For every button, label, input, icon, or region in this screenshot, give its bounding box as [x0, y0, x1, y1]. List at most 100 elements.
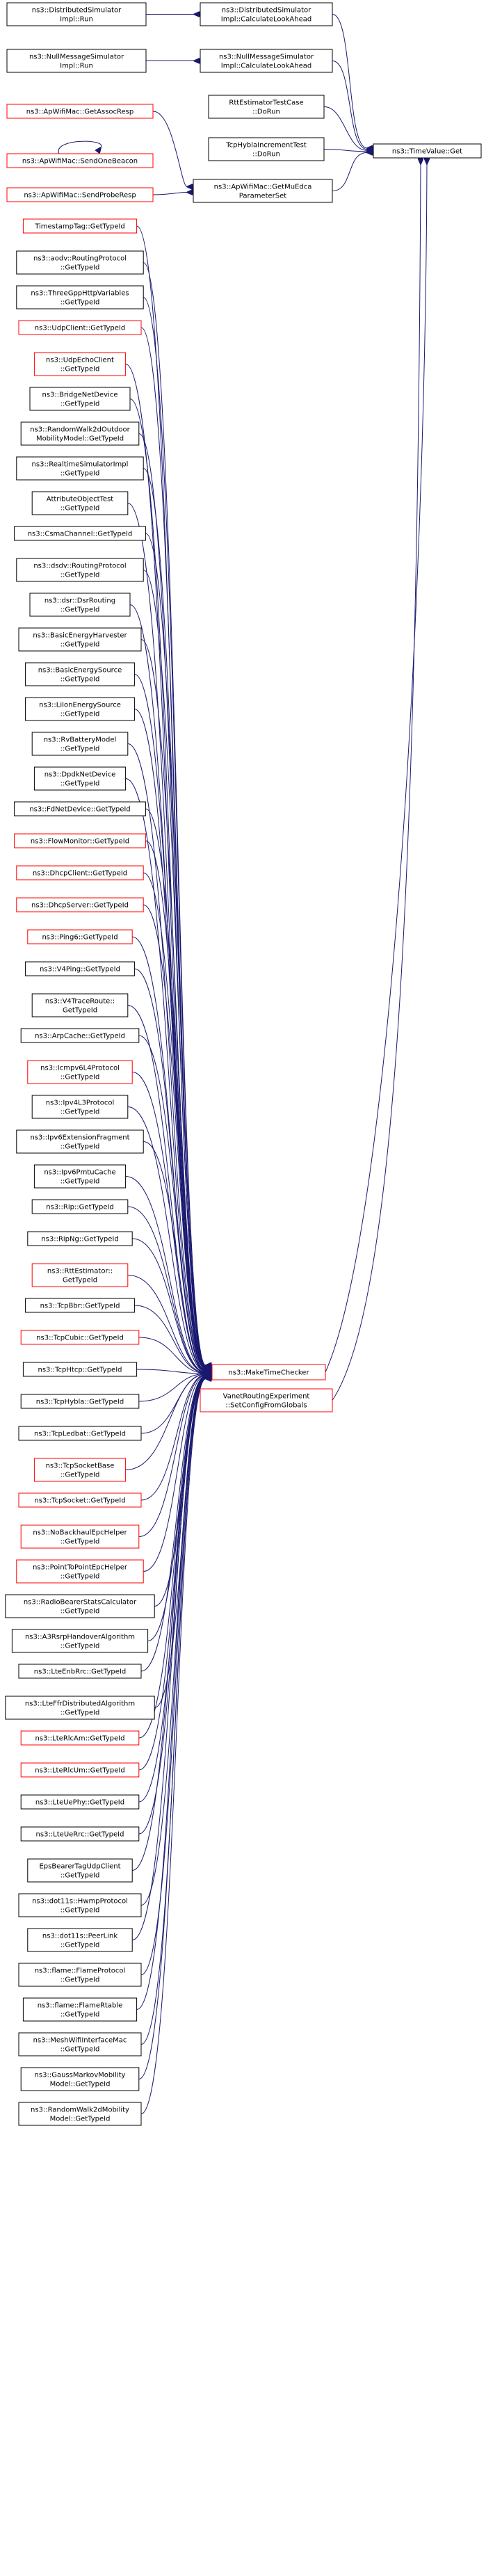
node-box	[208, 137, 325, 161]
node-ns3-lterlcum-gettypeid[interactable]: ns3::LteRlcUm::GetTypeId	[20, 1762, 140, 1778]
node-ns3-ipv6pmtucache-gettypeid[interactable]: ns3::Ipv6PmtuCache::GetTypeId	[33, 1164, 127, 1189]
node-ns3-distributedsimulator-impl-calculatelookahead[interactable]: ns3::DistributedSimulatorImpl::Calculate…	[200, 2, 333, 26]
node-label-line: ns3::Rip::GetTypeId	[46, 1204, 114, 1211]
node-ns3-dsr-dsrrouting-gettypeid[interactable]: ns3::dsr::DsrRouting::GetTypeId	[29, 593, 131, 617]
node-box	[25, 697, 135, 721]
node-ns3-ipv4l3protocol-gettypeid[interactable]: ns3::Ipv4L3Protocol::GetTypeId	[31, 1095, 129, 1119]
node-box	[31, 1263, 129, 1287]
node-label-line: ParameterSet	[239, 193, 287, 200]
node-ns3-lteuephy-gettypeid[interactable]: ns3::LteUePhy::GetTypeId	[20, 1794, 140, 1810]
node-ns3-rvbatterymodel-gettypeid[interactable]: ns3::RvBatteryModel::GetTypeId	[31, 732, 129, 756]
node-ns3-tcpbbr-gettypeid[interactable]: ns3::TcpBbr::GetTypeId	[25, 1298, 135, 1313]
node-ns3-maketimechecker[interactable]: ns3::MakeTimeChecker	[211, 1364, 326, 1380]
node-ns3-csmachannel-gettypeid[interactable]: ns3::CsmaChannel::GetTypeId	[14, 526, 146, 541]
node-rttestimatortestcase-dorun[interactable]: RttEstimatorTestCase::DoRun	[208, 95, 325, 119]
node-ns3-tcphtcp-gettypeid[interactable]: ns3::TcpHtcp::GetTypeId	[22, 1362, 138, 1377]
node-ns3-dot11s-hwmpprotocol-gettypeid[interactable]: ns3::dot11s::HwmpProtocol::GetTypeId	[18, 1893, 142, 1917]
node-ns3-udpclient-gettypeid[interactable]: ns3::UdpClient::GetTypeId	[18, 320, 142, 335]
node-label-line: ns3::RadioBearerStatsCalculator	[24, 1599, 137, 1607]
node-ns3-apwifimac-sendonebeacon[interactable]: ns3::ApWifiMac::SendOneBeacon	[6, 153, 154, 168]
node-timestamptag-gettypeid[interactable]: TimestampTag::GetTypeId	[22, 218, 138, 234]
node-box	[6, 153, 154, 168]
node-label-line: ns3::V4TraceRoute::	[45, 998, 115, 1006]
node-vanetroutingexperiment-setconfigfromglobals[interactable]: VanetRoutingExperiment::SetConfigFromGlo…	[200, 1388, 333, 1412]
node-ns3-apwifimac-getassocresp[interactable]: ns3::ApWifiMac::GetAssocResp	[6, 104, 154, 119]
node-ns3-aodv-routingprotocol-gettypeid[interactable]: ns3::aodv::RoutingProtocol::GetTypeId	[16, 250, 144, 275]
node-ns3-apwifimac-sendproberesp[interactable]: ns3::ApWifiMac::SendProbeResp	[6, 187, 154, 202]
node-ns3-flowmonitor-gettypeid[interactable]: ns3::FlowMonitor::GetTypeId	[14, 833, 146, 848]
edge-to-hub	[129, 399, 206, 1367]
node-box	[20, 1330, 140, 1345]
node-ns3-lteuerrc-gettypeid[interactable]: ns3::LteUeRrc::GetTypeId	[20, 1826, 140, 1842]
node-label-line: ns3::LteRlcAm::GetTypeId	[35, 1735, 125, 1743]
node-ns3-radiobearerstatscalculator-gettypeid[interactable]: ns3::RadioBearerStatsCalculator::GetType…	[5, 1594, 155, 1618]
node-ns3-realtimesimulatorimpl-gettypeid[interactable]: ns3::RealtimeSimulatorImpl::GetTypeId	[16, 456, 144, 481]
node-ns3-lteenbrrc-gettypeid[interactable]: ns3::LteEnbRrc::GetTypeId	[18, 1664, 142, 1679]
node-label-line: ::GetTypeId	[60, 1573, 100, 1581]
node-box	[14, 526, 146, 541]
node-tcphyblaincrementtest-dorun[interactable]: TcpHyblaIncrementTest::DoRun	[208, 137, 325, 161]
node-ns3-threegpphttpvariables-gettypeid[interactable]: ns3::ThreeGppHttpVariables::GetTypeId	[16, 285, 144, 309]
node-ns3-randomwalk2dmobility-model-gettypeid[interactable]: ns3::RandomWalk2dMobilityModel::GetTypeI…	[18, 2102, 142, 2126]
node-box	[27, 1231, 133, 1246]
node-ns3-icmpv6l4protocol-gettypeid[interactable]: ns3::Icmpv6L4Protocol::GetTypeId	[27, 1060, 133, 1084]
node-ns3-liionenergysource-gettypeid[interactable]: ns3::LiIonEnergySource::GetTypeId	[25, 697, 135, 721]
node-ns3-rttestimator-gettypeid[interactable]: ns3::RttEstimator::GetTypeId	[31, 1263, 129, 1287]
node-label-line: Model::GetTypeId	[50, 2081, 111, 2088]
node-ns3-nullmessagesimulator-impl-calculatelookahead[interactable]: ns3::NullMessageSimulatorImpl::Calculate…	[200, 49, 333, 73]
node-label-line: ::GetTypeId	[60, 1074, 100, 1081]
node-ns3-tcpsocket-gettypeid[interactable]: ns3::TcpSocket::GetTypeId	[18, 1492, 142, 1508]
node-label-line: ns3::RipNg::GetTypeId	[41, 1236, 118, 1243]
node-ns3-dot11s-peerlink-gettypeid[interactable]: ns3::dot11s::PeerLink::GetTypeId	[27, 1928, 133, 1952]
edge-to-target	[332, 152, 367, 191]
node-ns3-fdnetdevice-gettypeid[interactable]: ns3::FdNetDevice::GetTypeId	[14, 801, 146, 816]
edge-to-hub	[145, 808, 206, 1369]
node-ns3-meshwifiinterfacemac-gettypeid[interactable]: ns3::MeshWifiInterfaceMac::GetTypeId	[18, 2032, 142, 2056]
node-ns3-ping6-gettypeid[interactable]: ns3::Ping6::GetTypeId	[27, 929, 133, 944]
node-ns3-a3rsrphandoveralgorithm-gettypeid[interactable]: ns3::A3RsrpHandoverAlgorithm::GetTypeId	[11, 1629, 149, 1653]
node-ns3-pointtopointepchelper-gettypeid[interactable]: ns3::PointToPointEpcHelper::GetTypeId	[16, 1559, 144, 1584]
node-ns3-dhcpclient-gettypeid[interactable]: ns3::DhcpClient::GetTypeId	[16, 865, 144, 880]
node-box	[14, 801, 146, 816]
node-box	[20, 1762, 140, 1778]
node-ns3-lteffrdistributedalgorithm-gettypeid[interactable]: ns3::LteFfrDistributedAlgorithm::GetType…	[5, 1696, 155, 1720]
node-label-line: ns3::DistributedSimulator	[222, 7, 311, 15]
node-attributeobjecttest-gettypeid[interactable]: AttributeObjectTest::GetTypeId	[31, 491, 129, 515]
nodes: ns3::TimeValue::Getns3::MakeTimeCheckern…	[5, 2, 482, 2126]
node-ns3-v4ping-gettypeid[interactable]: ns3::V4Ping::GetTypeId	[25, 961, 135, 976]
node-ns3-v4traceroute-gettypeid[interactable]: ns3::V4TraceRoute::GetTypeId	[31, 993, 129, 1017]
node-ns3-udpechoclient-gettypeid[interactable]: ns3::UdpEchoClient::GetTypeId	[33, 352, 127, 376]
node-label-line: ns3::Icmpv6L4Protocol	[40, 1065, 120, 1072]
node-ns3-bridgenetdevice-gettypeid[interactable]: ns3::BridgeNetDevice::GetTypeId	[29, 387, 131, 411]
node-ns3-tcpsocketbase-gettypeid[interactable]: ns3::TcpSocketBase::GetTypeId	[33, 1458, 127, 1482]
node-ns3-nobackhaulepchelper-gettypeid[interactable]: ns3::NoBackhaulEpcHelper::GetTypeId	[20, 1524, 140, 1549]
node-ns3-dhcpserver-gettypeid[interactable]: ns3::DhcpServer::GetTypeId	[16, 897, 144, 912]
node-ns3-dpdknetdevice-gettypeid[interactable]: ns3::DpdkNetDevice::GetTypeId	[33, 766, 127, 791]
edge-to-hub	[127, 1206, 206, 1372]
node-ns3-arpcache-gettypeid[interactable]: ns3::ArpCache::GetTypeId	[20, 1028, 140, 1043]
node-ns3-basicenergyharvester-gettypeid[interactable]: ns3::BasicEnergyHarvester::GetTypeId	[18, 627, 142, 652]
node-ns3-ipv6extensionfragment-gettypeid[interactable]: ns3::Ipv6ExtensionFragment::GetTypeId	[16, 1129, 144, 1154]
node-ns3-flame-flamertable-gettypeid[interactable]: ns3::flame::FlameRtable::GetTypeId	[22, 1997, 138, 2022]
node-ns3-ripng-gettypeid[interactable]: ns3::RipNg::GetTypeId	[27, 1231, 133, 1246]
edge-to-hub	[143, 904, 206, 1370]
node-epsbearertagudpclient-gettypeid[interactable]: EpsBearerTagUdpClient::GetTypeId	[27, 1858, 133, 1883]
node-ns3-tcpcubic-gettypeid[interactable]: ns3::TcpCubic::GetTypeId	[20, 1330, 140, 1345]
node-label-line: ns3::TcpHtcp::GetTypeId	[38, 1367, 122, 1374]
node-ns3-randomwalk2doutdoor-mobilitymodel-gettypeid[interactable]: ns3::RandomWalk2dOutdoorMobilityModel::G…	[20, 421, 140, 446]
node-ns3-tcphybla-gettypeid[interactable]: ns3::TcpHybla::GetTypeId	[20, 1394, 140, 1409]
node-ns3-lterlcam-gettypeid[interactable]: ns3::LteRlcAm::GetTypeId	[20, 1730, 140, 1746]
node-box	[25, 961, 135, 976]
node-ns3-flame-flameprotocol-gettypeid[interactable]: ns3::flame::FlameProtocol::GetTypeId	[18, 1963, 142, 1987]
node-box	[18, 2102, 142, 2126]
node-ns3-basicenergysource-gettypeid[interactable]: ns3::BasicEnergySource::GetTypeId	[25, 662, 135, 686]
node-ns3-timevalue-get[interactable]: ns3::TimeValue::Get	[373, 143, 482, 159]
node-label-line: MobilityModel::GetTypeId	[36, 435, 124, 443]
node-ns3-tcpledbat-gettypeid[interactable]: ns3::TcpLedbat::GetTypeId	[18, 1426, 142, 1441]
node-ns3-rip-gettypeid[interactable]: ns3::Rip::GetTypeId	[31, 1199, 129, 1214]
node-ns3-dsdv-routingprotocol-gettypeid[interactable]: ns3::dsdv::RoutingProtocol::GetTypeId	[16, 558, 144, 582]
